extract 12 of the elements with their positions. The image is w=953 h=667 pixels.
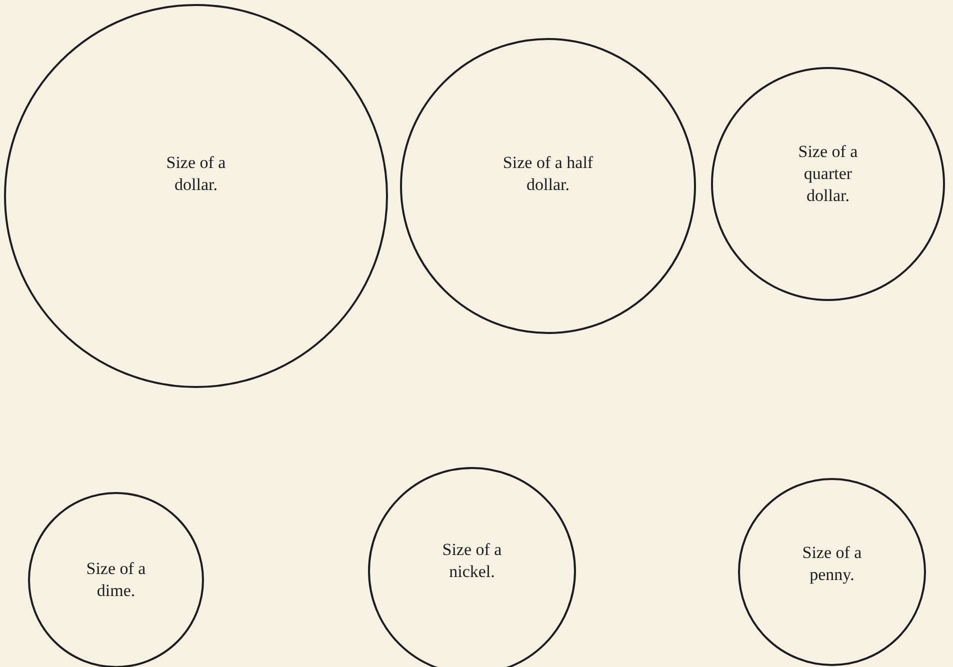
coin-circle bbox=[4, 4, 388, 388]
coin-circle bbox=[738, 478, 926, 666]
coin-label: Size of a nickel. bbox=[441, 538, 503, 583]
coin-label: Size of a penny. bbox=[801, 542, 863, 586]
coin-circle bbox=[400, 38, 696, 334]
coin-circle bbox=[368, 467, 576, 667]
coin-label: Size of a half dollar. bbox=[502, 152, 594, 196]
coin-label: Size of a dime. bbox=[85, 558, 147, 602]
coin-circle bbox=[711, 67, 945, 301]
coin-label: Size of a quarter dollar. bbox=[797, 140, 859, 208]
coin-label: Size of a dollar. bbox=[165, 152, 227, 196]
coin-circle bbox=[28, 492, 204, 667]
